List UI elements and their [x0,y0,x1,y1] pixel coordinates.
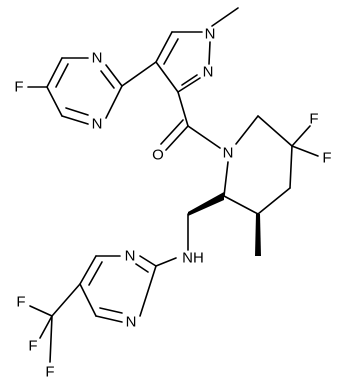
bond-pyrazole-c5-c4-double [163,38,179,65]
bond-pym2-c5-c6 [79,283,97,317]
bond-pip-c3-f1 [291,125,311,147]
bond-pyrazole-n2-n1 [208,41,211,65]
bond-pip-c2-c3 [257,115,293,147]
atom-n2-pyrazole: N [203,64,214,81]
bond-pym1-c4-c5-double [55,63,69,88]
bond-pyrazole-c3-n2-double [181,74,198,86]
atom-n3-lower-pyrimidine: N [125,248,136,265]
bond-pym2-n1-c2 [139,265,157,317]
bond-pym2-c5-cf3 [51,283,81,317]
bond-pym1-c6-n1-double [65,107,89,116]
bonds [27,7,319,363]
bond-pip-c3-f2 [291,145,319,157]
bond-pip-c4-c5 [257,187,291,215]
bond-nh-pym2 [155,257,177,267]
bond-pym1-c5-c6 [46,86,63,117]
atom-n-piperidine: N [223,145,234,162]
bond-pym2-c2-n3 [139,255,157,267]
bond-cf3-f3 [49,315,53,363]
atom-f-cf3-3: F [45,364,54,381]
atom-f-cf3-1: F [16,294,25,311]
bond-n-methyl [211,7,239,27]
wedge-ch2 [188,192,224,216]
bond-pym2-c4-c5 [79,255,97,285]
atom-n3-upper-pyrimidine: N [92,50,103,67]
bond-pip-c5-c6 [223,195,259,215]
atom-n1-pyrazole: N [205,26,216,43]
atom-n1-upper-pyrimidine: N [92,116,103,133]
bond-carbonyl-co [165,125,189,151]
bond-pym1-n1-c2 [105,85,123,119]
bond-pip-n-c2 [235,115,259,145]
bond-pip-c3-c4 [289,145,293,189]
bond-carbonyl-co-double [160,119,184,145]
bond-pym1-c2-n3 [105,64,123,87]
bond-pip-c6-n [223,161,229,197]
atom-nh-amine: NH [182,250,204,267]
bond-cf3-f1 [29,305,53,317]
bond-carbonyl-to-n [187,125,221,149]
atom-f-gem-1: F [309,111,318,128]
bond-pym2-c6-n1 [95,315,123,323]
bond-pyrazole-c4-c3 [155,61,179,93]
wedge-methyl [255,214,261,256]
atom-labels: N N N N F O N F F NH N N F F F [14,26,331,381]
bond-pym2-c2-n3-double [135,263,149,273]
atom-o-carbonyl: O [152,147,164,164]
bond-pym2-c6-n1-double [99,307,123,314]
bond-pyrazole-c3-n2 [177,77,201,93]
atom-n1-lower-pyrimidine: N [126,314,137,331]
atom-f-cf3-2: F [28,338,37,355]
bond-pym1-c2-n3-double [100,70,115,89]
bond-pyrazole-to-carbonyl [177,91,189,127]
bond-cf3-f2 [39,315,53,339]
atom-f-gem-2: F [322,150,331,167]
bond-pym1-c4-c5 [46,57,63,88]
bond-pyrazole-c5-c4 [155,31,173,63]
atom-f-upper-pyrimidine: F [14,79,23,96]
bond-pyrazole-to-pyrimidine [121,61,157,87]
bond-pym2-c4-c5-double [88,261,103,286]
bond-pym1-c6-n1 [61,115,89,125]
